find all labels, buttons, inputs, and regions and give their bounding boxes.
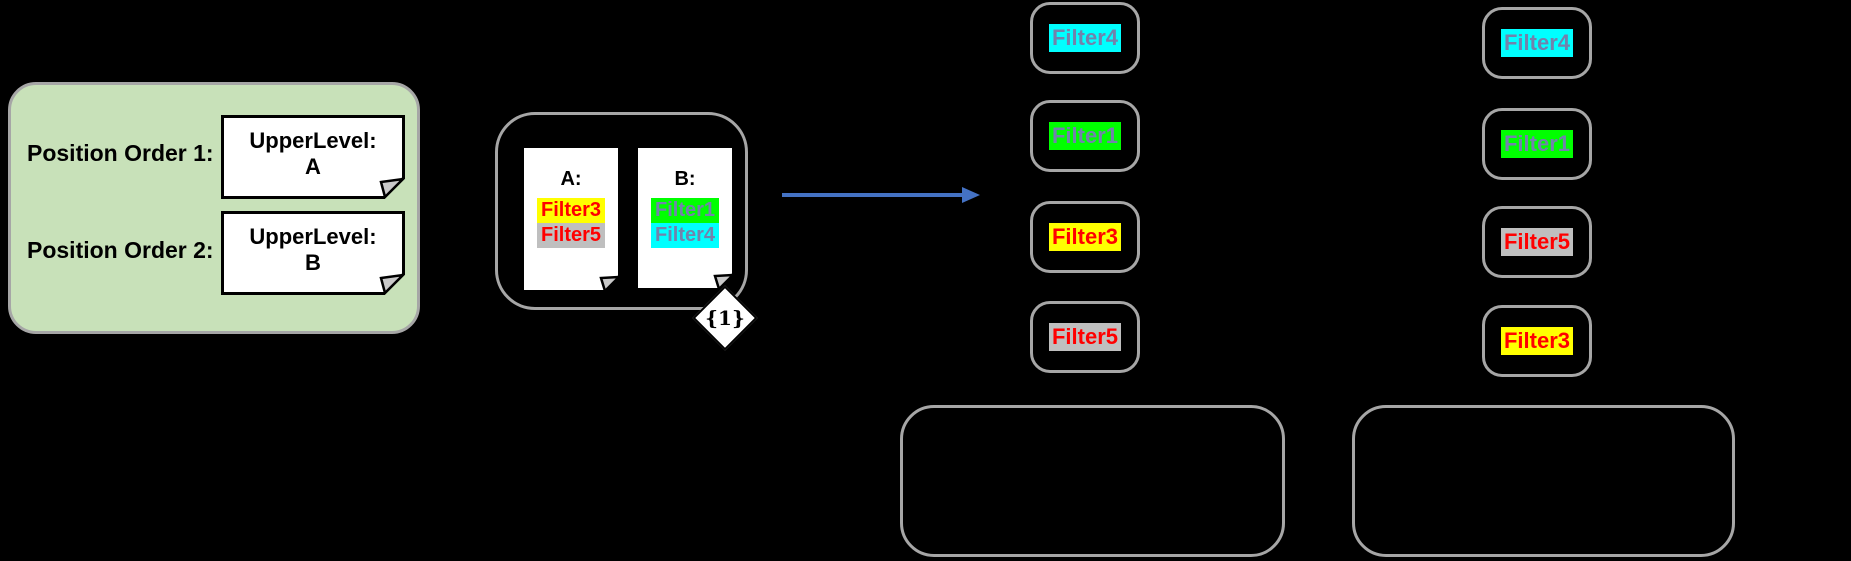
position-order-legend-panel: Position Order 1: UpperLevel: A Position… <box>8 82 420 334</box>
position-order-1-label: Position Order 1: <box>27 140 214 166</box>
filter-chip: Filter4 <box>1500 29 1574 57</box>
filter-chip: Filter3 <box>1500 327 1574 355</box>
result-box: Filter3 <box>1030 201 1140 273</box>
upper-level-note-a: UpperLevel: A <box>221 115 405 199</box>
result-box: Filter5 <box>1482 206 1592 278</box>
filter-chip: Filter5 <box>1048 323 1122 351</box>
flow-arrow <box>782 187 980 203</box>
filter-chip: Filter1 <box>651 198 719 223</box>
arrow-head <box>962 187 980 203</box>
empty-result-box-2 <box>1352 405 1735 557</box>
filter-chip: Filter4 <box>1048 24 1122 52</box>
upper-level-note-b: UpperLevel: B <box>221 211 405 295</box>
note-line-1: UpperLevel: <box>249 224 377 249</box>
note-text: B: Filter1 Filter4 <box>635 145 735 248</box>
filter-chip: Filter3 <box>1048 223 1122 251</box>
filter-chip: Filter3 <box>537 198 605 223</box>
filter-chip: Filter5 <box>537 223 605 248</box>
cardinality-label: {1} <box>705 306 745 330</box>
position-order-2-label: Position Order 2: <box>27 237 214 263</box>
result-box: Filter1 <box>1482 108 1592 180</box>
note-a-title: A: <box>560 168 582 190</box>
empty-result-box-1 <box>900 405 1285 557</box>
result-box: Filter1 <box>1030 100 1140 172</box>
filter-chip: Filter5 <box>1500 228 1574 256</box>
note-b-title: B: <box>674 168 696 190</box>
filter-chip: Filter1 <box>1500 130 1574 158</box>
note-a: A: Filter3 Filter5 <box>521 145 621 293</box>
note-text: UpperLevel: A <box>221 115 405 180</box>
note-line-2: B <box>305 250 321 275</box>
filter-chip: Filter4 <box>651 223 719 248</box>
result-box: Filter5 <box>1030 301 1140 373</box>
folded-note-shape <box>221 211 405 295</box>
note-text: A: Filter3 Filter5 <box>521 145 621 248</box>
note-line-1: UpperLevel: <box>249 128 377 153</box>
filter-chip: Filter1 <box>1048 122 1122 150</box>
note-text: UpperLevel: B <box>221 211 405 276</box>
result-box: Filter3 <box>1482 305 1592 377</box>
result-box: Filter4 <box>1030 2 1140 74</box>
note-line-2: A <box>305 154 321 179</box>
note-b: B: Filter1 Filter4 <box>635 145 735 291</box>
source-group-box: A: Filter3 Filter5 B: Filter1 Filter4 <box>495 112 748 310</box>
result-box: Filter4 <box>1482 7 1592 79</box>
folded-note-shape <box>221 115 405 199</box>
